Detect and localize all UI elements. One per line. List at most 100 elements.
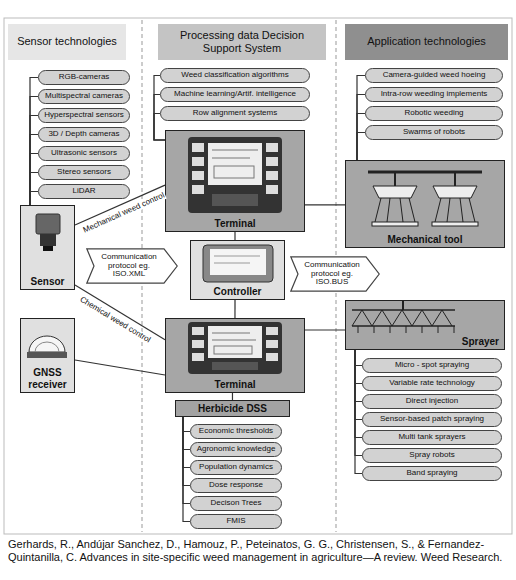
list-item-pill: Dose response — [190, 478, 282, 493]
node-label: Economic thresholds — [199, 427, 273, 436]
node-label: Band spraying — [406, 469, 457, 478]
column-header: Sensor technologies — [8, 24, 126, 60]
node-label: Multispectral cameras — [45, 92, 123, 101]
node-label: LiDAR — [72, 187, 95, 196]
node-label: GNSS receiver — [23, 367, 72, 390]
caption-text: Gerhards, R., Andújar Sanchez, D., Hamou… — [8, 538, 508, 564]
connector-line — [75, 360, 165, 375]
connector-line — [183, 417, 190, 468]
node-label: FMIS — [226, 517, 245, 526]
node-label: Intra-row weeding implements — [381, 90, 488, 99]
connector-line — [30, 78, 38, 206]
connector-line — [355, 350, 362, 366]
node-label: Processing data Decision Support System — [162, 29, 322, 55]
node-label: Sprayer — [462, 336, 499, 348]
list-item-pill: Robotic weeding — [365, 106, 503, 121]
outer-frame — [4, 18, 512, 534]
node-label: Herbicide DSS — [198, 403, 267, 414]
node-label: RGB-cameras — [59, 73, 110, 82]
node-label: Sensor — [31, 276, 65, 288]
list-item-pill: RGB-cameras — [38, 70, 130, 85]
node-label: 3D / Depth cameras — [48, 130, 119, 139]
list-item-pill: Sensor-based patch spraying — [362, 412, 502, 427]
node-label: Controller — [214, 286, 262, 298]
terminal-box: Terminal — [165, 130, 305, 232]
controller-icon — [190, 240, 285, 300]
list-item-pill: Micro - spot spraying — [362, 358, 502, 373]
sprayer-boom-icon — [345, 300, 505, 350]
node-label: Robotic weeding — [404, 109, 463, 118]
node-label: Variable rate technology — [389, 379, 475, 388]
connector-line — [30, 173, 38, 206]
connector-line — [30, 135, 38, 206]
connector-line — [75, 285, 165, 340]
list-item-pill: Band spraying — [362, 466, 502, 481]
list-item-pill: 3D / Depth cameras — [38, 127, 130, 142]
connector-line — [183, 417, 190, 486]
list-item-pill: Variable rate technology — [362, 376, 502, 391]
list-item-pill: Weed classification algorithms — [160, 68, 310, 83]
connector-line — [355, 350, 362, 402]
connector-line — [355, 350, 362, 420]
connector-line — [305, 329, 345, 330]
connector-line — [355, 350, 362, 456]
sensor-icon — [20, 205, 75, 290]
terminal-icon — [165, 318, 305, 393]
connector-line — [183, 417, 190, 504]
connector-line — [183, 417, 190, 522]
connector-line — [183, 417, 190, 450]
connector-line — [355, 350, 362, 438]
node-label: Communication protocol eg. ISO.BUS — [300, 261, 364, 288]
node-label: Multi tank sprayers — [398, 433, 465, 442]
list-item-pill: Intra-row weeding implements — [365, 87, 503, 102]
sensor-box: Sensor — [20, 205, 75, 290]
list-item-pill: Decison Trees — [190, 496, 282, 511]
terminal-icon — [165, 130, 305, 232]
node-label: Communication protocol eg. ISO.XML — [96, 253, 162, 280]
node-label: Sensor technologies — [17, 35, 117, 48]
dss-box: Herbicide DSS — [175, 400, 290, 417]
node-label: Direct injection — [406, 397, 458, 406]
protocol-arrow: Communication protocol eg. ISO.XML — [86, 248, 178, 284]
node-label: Terminal — [215, 379, 256, 391]
list-item-pill: Multi tank sprayers — [362, 430, 502, 445]
connector-line — [232, 393, 233, 400]
connector-line — [357, 114, 365, 161]
node-label: Dose response — [209, 481, 263, 490]
node-label: Terminal — [215, 218, 256, 230]
node-label: Population dynamics — [199, 463, 273, 472]
terminal-box: Terminal — [165, 318, 305, 393]
column-header: Application technologies — [345, 24, 508, 60]
hoe-tool-icon — [345, 160, 505, 248]
connector-line — [30, 97, 38, 206]
connector-line — [357, 76, 365, 161]
list-item-pill: Population dynamics — [190, 460, 282, 475]
node-label: Swarms of robots — [403, 128, 465, 137]
node-label: Sensor-based patch spraying — [380, 415, 484, 424]
list-item-pill: Row alignment systems — [160, 106, 310, 121]
list-item-pill: Spray robots — [362, 448, 502, 463]
list-item-pill: Agronomic knowledge — [190, 442, 282, 457]
list-item-pill: Hyperspectral sensors — [38, 108, 130, 123]
node-label: Decison Trees — [210, 499, 261, 508]
node-label: Weed classification algorithms — [181, 71, 288, 80]
connector-line — [305, 204, 345, 205]
connector-line — [357, 133, 365, 161]
list-item-pill: Machine learning/Artif. intelligence — [160, 87, 310, 102]
connector-line — [357, 95, 365, 161]
node-label: Stereo sensors — [57, 168, 111, 177]
node-label: Machine learning/Artif. intelligence — [174, 90, 296, 99]
list-item-pill: FMIS — [190, 514, 282, 529]
connector-line — [30, 192, 38, 206]
gnss-antenna-icon — [20, 318, 75, 393]
node-label: Spray robots — [409, 451, 454, 460]
gnss-box: GNSS receiver — [20, 318, 75, 393]
connector-line — [355, 350, 362, 384]
node-label: Agronomic knowledge — [197, 445, 276, 454]
node-label: Ultrasonic sensors — [51, 149, 117, 158]
node-label: Micro - spot spraying — [395, 361, 469, 370]
protocol-arrow: Communication protocol eg. ISO.BUS — [290, 256, 380, 292]
node-label: Hyperspectral sensors — [44, 111, 124, 120]
sprayer-box: Sprayer — [345, 300, 505, 350]
